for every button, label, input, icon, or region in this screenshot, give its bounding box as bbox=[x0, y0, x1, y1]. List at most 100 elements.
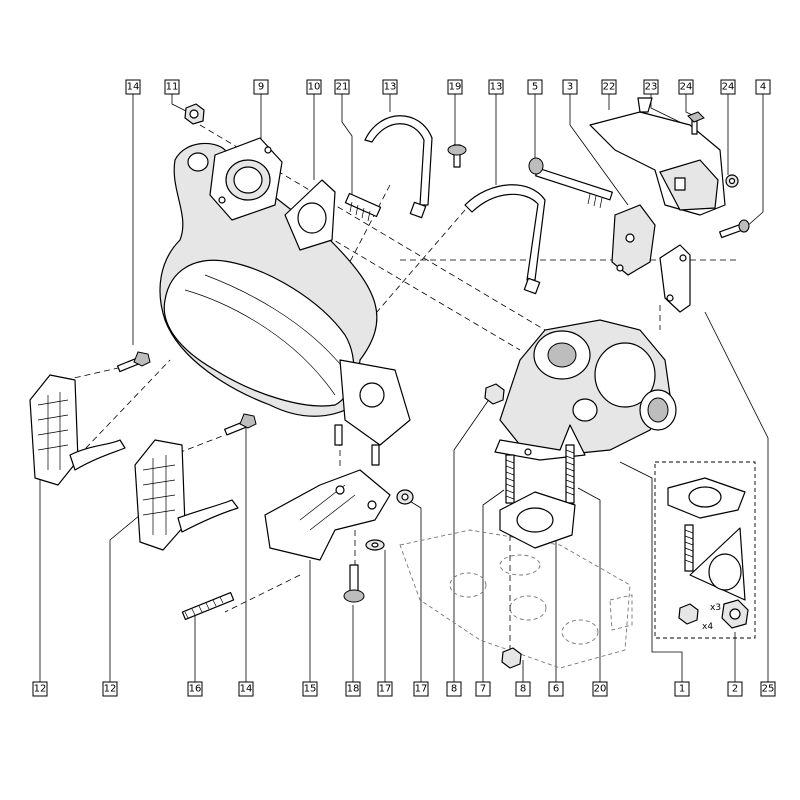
clamp-13-right[interactable] bbox=[464, 184, 546, 295]
callout-12-left[interactable]: 12 bbox=[32, 681, 48, 697]
svg-text:13: 13 bbox=[490, 82, 503, 93]
nut-8-lower[interactable] bbox=[501, 647, 522, 669]
stud-quantity: x4 bbox=[702, 622, 713, 632]
callout-8-right[interactable]: 8 bbox=[515, 681, 531, 697]
callout-13-right[interactable]: 13 bbox=[488, 79, 504, 95]
svg-text:25: 25 bbox=[762, 684, 775, 695]
svg-text:17: 17 bbox=[379, 684, 392, 695]
svg-text:19: 19 bbox=[449, 82, 462, 93]
callout-12-right[interactable]: 12 bbox=[102, 681, 118, 697]
callout-25[interactable]: 25 bbox=[760, 681, 776, 697]
turbocharger[interactable] bbox=[494, 319, 677, 461]
callout-7[interactable]: 7 bbox=[475, 681, 491, 697]
svg-text:5: 5 bbox=[532, 82, 538, 93]
heat-shield-left[interactable] bbox=[29, 374, 126, 486]
heat-shield-right[interactable] bbox=[134, 439, 239, 551]
gasket-10[interactable] bbox=[284, 179, 336, 251]
stud-16[interactable] bbox=[181, 591, 235, 621]
heat-shield-22[interactable] bbox=[589, 111, 726, 216]
callout-21[interactable]: 21 bbox=[334, 79, 350, 95]
clamp-13-left[interactable] bbox=[364, 115, 433, 219]
svg-text:18: 18 bbox=[347, 684, 360, 695]
nut-24-right[interactable] bbox=[725, 174, 739, 188]
svg-text:20: 20 bbox=[594, 684, 607, 695]
svg-text:1: 1 bbox=[679, 684, 685, 695]
callout-15[interactable]: 15 bbox=[302, 681, 318, 697]
bracket-3[interactable] bbox=[611, 204, 656, 276]
support-bracket-15[interactable] bbox=[264, 469, 391, 561]
svg-text:22: 22 bbox=[603, 82, 616, 93]
nut-2[interactable] bbox=[721, 599, 749, 629]
bolt-18[interactable] bbox=[343, 564, 365, 603]
svg-text:12: 12 bbox=[34, 684, 47, 695]
svg-text:3: 3 bbox=[567, 82, 573, 93]
bolt-4[interactable] bbox=[719, 219, 750, 239]
catalytic-converter[interactable] bbox=[159, 142, 411, 446]
bolt-19[interactable] bbox=[447, 144, 467, 168]
gasket-kit-1[interactable] bbox=[654, 461, 756, 639]
callout-4[interactable]: 4 bbox=[755, 79, 771, 95]
callout-24-right[interactable]: 24 bbox=[720, 79, 736, 95]
callout-10[interactable]: 10 bbox=[306, 79, 322, 95]
bolt-24-left[interactable] bbox=[687, 111, 705, 135]
svg-text:4: 4 bbox=[760, 82, 766, 93]
svg-text:21: 21 bbox=[336, 82, 349, 93]
callout-3[interactable]: 3 bbox=[562, 79, 578, 95]
callout-17-left[interactable]: 17 bbox=[377, 681, 393, 697]
bracket-25[interactable] bbox=[659, 244, 691, 313]
callout-23[interactable]: 23 bbox=[643, 79, 659, 95]
svg-text:10: 10 bbox=[308, 82, 321, 93]
svg-text:14: 14 bbox=[127, 82, 140, 93]
svg-text:24: 24 bbox=[680, 82, 693, 93]
callout-6[interactable]: 6 bbox=[548, 681, 564, 697]
callout-22[interactable]: 22 bbox=[601, 79, 617, 95]
callout-2[interactable]: 2 bbox=[727, 681, 743, 697]
callout-9[interactable]: 9 bbox=[253, 79, 269, 95]
callout-20[interactable]: 20 bbox=[592, 681, 608, 697]
gasket-6[interactable] bbox=[499, 491, 576, 549]
nut-quantity: x3 bbox=[710, 603, 721, 613]
callout-24-left[interactable]: 24 bbox=[678, 79, 694, 95]
nut-8-upper[interactable] bbox=[484, 383, 505, 405]
callout-14-top[interactable]: 14 bbox=[125, 79, 141, 95]
svg-text:24: 24 bbox=[722, 82, 735, 93]
callout-16[interactable]: 16 bbox=[187, 681, 203, 697]
svg-text:23: 23 bbox=[645, 82, 658, 93]
callout-17-right[interactable]: 17 bbox=[413, 681, 429, 697]
svg-text:9: 9 bbox=[258, 82, 264, 93]
svg-text:14: 14 bbox=[240, 684, 253, 695]
callout-18[interactable]: 18 bbox=[345, 681, 361, 697]
svg-text:13: 13 bbox=[384, 82, 397, 93]
washer-17-left[interactable] bbox=[365, 539, 385, 551]
stud-20[interactable] bbox=[565, 444, 575, 504]
kit-quantity-labels: x3 x4 bbox=[702, 603, 721, 632]
svg-text:6: 6 bbox=[553, 684, 559, 695]
washer-17-right[interactable] bbox=[396, 489, 414, 505]
exhaust-manifold-ghost bbox=[399, 529, 633, 669]
svg-text:8: 8 bbox=[451, 684, 457, 695]
bolt-14-upper[interactable] bbox=[117, 351, 151, 373]
svg-text:12: 12 bbox=[104, 684, 117, 695]
nut-11[interactable] bbox=[184, 103, 205, 125]
callout-1[interactable]: 1 bbox=[674, 681, 690, 697]
clip-23[interactable] bbox=[637, 97, 653, 113]
callout-5[interactable]: 5 bbox=[527, 79, 543, 95]
bolt-5[interactable] bbox=[528, 157, 613, 209]
callout-11[interactable]: 11 bbox=[164, 79, 180, 95]
flange-9[interactable] bbox=[209, 137, 283, 221]
svg-text:11: 11 bbox=[166, 82, 179, 93]
svg-text:15: 15 bbox=[304, 684, 317, 695]
stud-21[interactable] bbox=[344, 192, 382, 222]
callout-13-left[interactable]: 13 bbox=[382, 79, 398, 95]
stud-7[interactable] bbox=[505, 454, 515, 504]
bolt-14-lower[interactable] bbox=[224, 413, 257, 436]
svg-text:8: 8 bbox=[520, 684, 526, 695]
callout-14-bottom[interactable]: 14 bbox=[238, 681, 254, 697]
svg-text:17: 17 bbox=[415, 684, 428, 695]
svg-text:2: 2 bbox=[732, 684, 738, 695]
callout-8-left[interactable]: 8 bbox=[446, 681, 462, 697]
svg-text:16: 16 bbox=[189, 684, 202, 695]
callout-19[interactable]: 19 bbox=[447, 79, 463, 95]
stud-set-catalyst[interactable] bbox=[334, 424, 380, 466]
